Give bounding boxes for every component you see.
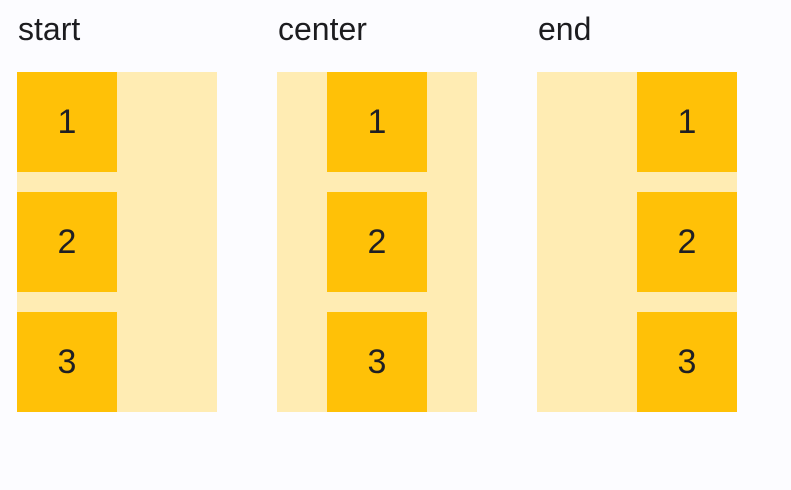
demo-container-start: 1 2 3 (17, 72, 217, 412)
alignment-demo-center: center 1 2 3 (277, 10, 477, 412)
demo-label-center: center (278, 11, 367, 47)
demo-item-1: 1 (637, 72, 737, 172)
demo-item-2: 2 (17, 192, 117, 292)
demo-item-2: 2 (327, 192, 427, 292)
alignment-demo-end: end 1 2 3 (537, 10, 737, 412)
alignment-demos-row: start 1 2 3 center 1 2 3 end 1 2 3 (17, 10, 737, 412)
demo-container-end: 1 2 3 (537, 72, 737, 412)
demo-item-3: 3 (327, 312, 427, 412)
demo-item-1: 1 (17, 72, 117, 172)
demo-item-3: 3 (17, 312, 117, 412)
demo-item-2: 2 (637, 192, 737, 292)
demo-container-center: 1 2 3 (277, 72, 477, 412)
demo-label-start: start (18, 11, 81, 47)
demo-item-1: 1 (327, 72, 427, 172)
alignment-demo-start: start 1 2 3 (17, 10, 217, 412)
demo-item-3: 3 (637, 312, 737, 412)
demo-label-end: end (538, 11, 592, 47)
